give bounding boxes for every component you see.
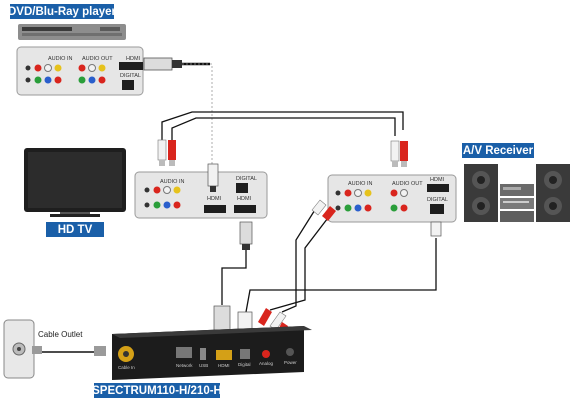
receiver-audio-in-label: AUDIO IN: [348, 181, 372, 187]
tv-digital-label: DIGITAL: [236, 176, 257, 182]
dvd-player: DVD/Blu-Ray player AUDIO IN AUDIO OUT HD…: [8, 4, 144, 96]
box-digital-port: [240, 349, 250, 359]
tv-hdmi-2-label: HDMI: [237, 196, 252, 202]
tv-back-panel: AUDIO IN DIGITAL HDMI HDMI: [134, 171, 268, 219]
receiver-rca-plugs-in: [311, 199, 336, 221]
cables: [40, 111, 437, 353]
receiver-label: A/V Receiver: [463, 145, 534, 157]
receiver-rca-plugs-top: [390, 140, 408, 167]
box-digital-label: Digital: [238, 362, 251, 367]
dvd-digital-port: [122, 80, 134, 90]
dvd-label-box: [10, 4, 114, 19]
dvd-av-jacks: [25, 64, 106, 84]
tv-hdmi-port-1: [204, 205, 226, 213]
av-receiver: A/V Receiver: [462, 143, 570, 222]
dvd-device-icon: [18, 24, 126, 40]
dvd-label: DVD/Blu-Ray player: [8, 6, 117, 18]
box-usb-port: [200, 348, 206, 360]
box-label: SPECTRUM110-H/210-H: [92, 385, 222, 397]
box-hdmi-plug: [213, 305, 231, 331]
dvd-digital-label: DIGITAL: [120, 73, 141, 79]
tv-audio-in-label: AUDIO IN: [160, 179, 184, 185]
box-analog-port: [262, 350, 270, 358]
receiver-hdmi-label: HDMI: [430, 177, 445, 183]
box-hdmi-label: HDMI: [218, 363, 230, 368]
dvd-hdmi-label: HDMI: [126, 56, 141, 62]
dvd-audio-out-label: AUDIO OUT: [82, 56, 113, 62]
box-cable-in-label: Cable In: [118, 365, 135, 370]
dvd-audio-in-label: AUDIO IN: [48, 56, 72, 62]
receiver-back-panel: AUDIO IN AUDIO OUT HDMI DIGITAL: [327, 174, 457, 223]
box-network-label: Network: [176, 363, 193, 368]
hdtv-label-box: [46, 222, 104, 237]
set-top-box: Cable In Network USB HDMI Digital Analog…: [92, 305, 312, 398]
box-analog-label: Analog: [259, 361, 274, 366]
tv-hdmi-1-label: HDMI: [207, 196, 222, 202]
box-power-label: Power: [284, 360, 297, 365]
box-usb-label: USB: [199, 363, 208, 368]
cable-outlet: Cable Outlet: [3, 319, 106, 379]
receiver-digital-label: DIGITAL: [427, 197, 448, 203]
box-rca-red: [258, 308, 272, 326]
dvd-guide-line: [182, 63, 213, 170]
tv-hdmi-plug: [239, 221, 253, 250]
tv-hdmi-port-2: [234, 205, 256, 213]
hdtv-label: HD TV: [58, 224, 93, 236]
dvd-hdmi-port: [119, 62, 143, 70]
box-network-port: [176, 347, 192, 358]
dvd-hdmi-plug: [143, 57, 210, 71]
tv-digital-plug: [207, 163, 219, 192]
receiver-audio-out-label: AUDIO OUT: [392, 181, 423, 187]
receiver-icon: [464, 164, 570, 222]
box-power-port: [286, 348, 294, 356]
hdtv: HD TV: [24, 148, 126, 237]
box-hdmi-port: [216, 350, 232, 360]
tv-rca-plugs: [157, 139, 176, 166]
cable-outlet-label: Cable Outlet: [38, 330, 83, 339]
box-body: [112, 326, 304, 380]
receiver-label-box: [462, 143, 534, 158]
box-label-box: [94, 383, 220, 398]
receiver-optical-plug: [430, 221, 442, 237]
